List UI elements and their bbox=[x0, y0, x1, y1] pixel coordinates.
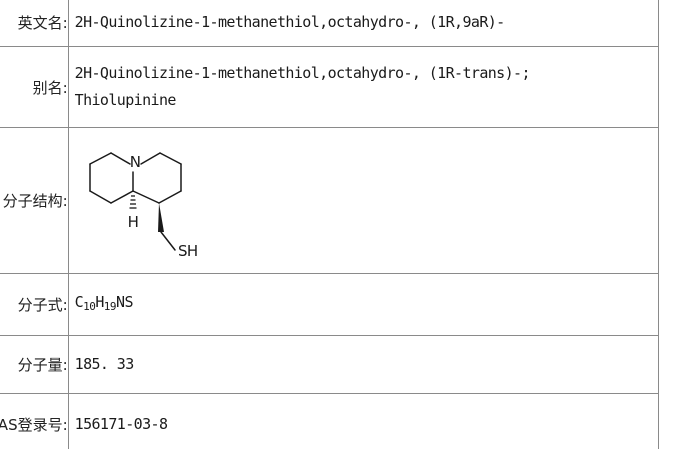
nitrogen-atom: N bbox=[129, 153, 140, 171]
row-molecular-weight: 分子量: 185. 33 bbox=[0, 335, 660, 394]
formula-hydrogen: H bbox=[95, 293, 104, 311]
compound-properties-table: 英文名: 2H-Quinolizine-1-methanethiol,octah… bbox=[0, 0, 660, 449]
alias-line-1: 2H-Quinolizine-1-methanethiol,octahydro-… bbox=[74, 64, 531, 82]
formula-hydrogen-count: 19 bbox=[103, 300, 117, 313]
formula-carbon-count: 10 bbox=[83, 300, 96, 313]
row-cas-number: CAS登录号: 156171-03-8 bbox=[0, 393, 660, 449]
row-english-name: 英文名: 2H-Quinolizine-1-methanethiol,octah… bbox=[0, 0, 660, 47]
formula-label: 分子式: bbox=[0, 273, 69, 336]
molecular-structure-diagram: N H SH bbox=[88, 151, 198, 260]
formula-carbon: C bbox=[74, 293, 84, 311]
formula-value: C10H19NS bbox=[67, 273, 660, 336]
thiol-group: SH bbox=[178, 242, 198, 260]
english-name-value: 2H-Quinolizine-1-methanethiol,octahydro-… bbox=[67, 0, 660, 47]
cas-label: CAS登录号: bbox=[0, 393, 69, 449]
row-formula: 分子式: C10H19NS bbox=[0, 273, 660, 336]
weight-label: 分子量: bbox=[0, 335, 69, 394]
row-structure: 分子结构: bbox=[0, 127, 660, 274]
hydrogen-atom: H bbox=[127, 213, 138, 231]
alias-value: 2H-Quinolizine-1-methanethiol,octahydro-… bbox=[67, 46, 660, 128]
row-alias: 别名: 2H-Quinolizine-1-methanethiol,octahy… bbox=[0, 46, 660, 128]
english-name-label: 英文名: bbox=[0, 0, 69, 47]
alias-label: 别名: bbox=[0, 46, 69, 128]
formula-rest: NS bbox=[116, 293, 133, 311]
weight-value: 185. 33 bbox=[67, 335, 660, 394]
alias-line-2: Thiolupinine bbox=[74, 91, 177, 109]
structure-cell: N H SH bbox=[67, 127, 660, 274]
cas-value: 156171-03-8 bbox=[67, 393, 660, 449]
structure-label: 分子结构: bbox=[0, 127, 69, 274]
